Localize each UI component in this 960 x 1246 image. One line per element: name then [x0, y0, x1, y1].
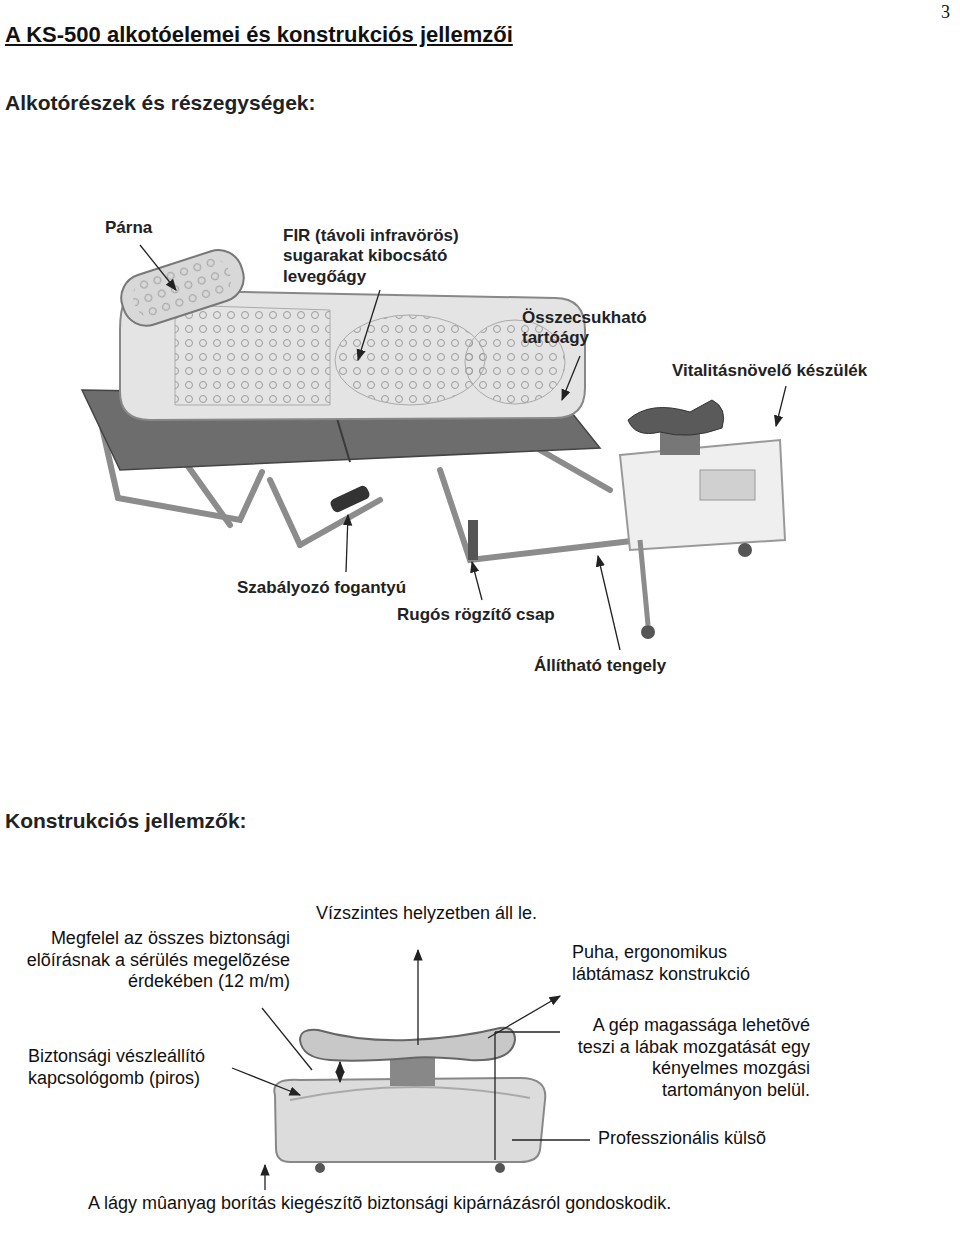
device-vent	[700, 470, 755, 500]
part-label: Vitalitásnövelő készülék	[672, 361, 932, 381]
feature-label: Biztonsági vészleállító kapcsológomb (pi…	[28, 1046, 243, 1089]
feature-label: Vízszintes helyzetben áll le.	[316, 903, 616, 925]
part-label: Állítható tengely	[534, 656, 754, 676]
handle-grip	[329, 484, 371, 514]
part-label: Rugós rögzítő csap	[397, 605, 617, 625]
fir-panel	[335, 315, 485, 405]
device-base	[274, 1078, 545, 1162]
foot	[315, 1163, 325, 1173]
part-label: Párna	[105, 218, 225, 238]
fir-panel	[175, 305, 330, 405]
section-heading: Konstrukciós jellemzők:	[5, 808, 505, 833]
feature-label: Professzionális külsõ	[598, 1128, 838, 1150]
feature-label: Puha, ergonomikus lábtámasz konstrukció	[572, 942, 802, 985]
feature-label: Megfelel az összes biztonsági elõírásnak…	[5, 928, 290, 993]
footrest	[300, 1028, 515, 1061]
wheel	[738, 543, 752, 557]
device-body	[620, 440, 785, 550]
feature-label: A gép magassága lehetõvé teszi a lábak m…	[560, 1015, 810, 1101]
page-number: 3	[900, 2, 950, 24]
leader-lines	[140, 245, 786, 650]
device-footrest	[628, 400, 724, 435]
base-edge	[290, 1087, 530, 1100]
pillow	[115, 244, 250, 332]
spring-pin	[468, 520, 478, 560]
note-label: A lágy mûanyag borítás kiegészítõ bizton…	[88, 1193, 888, 1215]
foot	[495, 1163, 505, 1173]
page-title: A KS-500 alkotóelemei és konstrukciós je…	[5, 22, 765, 48]
part-label: FIR (távoli infravörös) sugarakat kibocs…	[283, 226, 513, 287]
wheel	[641, 625, 655, 639]
section-heading: Alkotórészek és részegységek:	[5, 90, 505, 115]
part-label: Összecsukható tartóágy	[522, 308, 692, 349]
axle	[640, 540, 648, 625]
pillow-pattern	[128, 254, 235, 323]
part-label: Szabályozó fogantyú	[237, 578, 457, 598]
